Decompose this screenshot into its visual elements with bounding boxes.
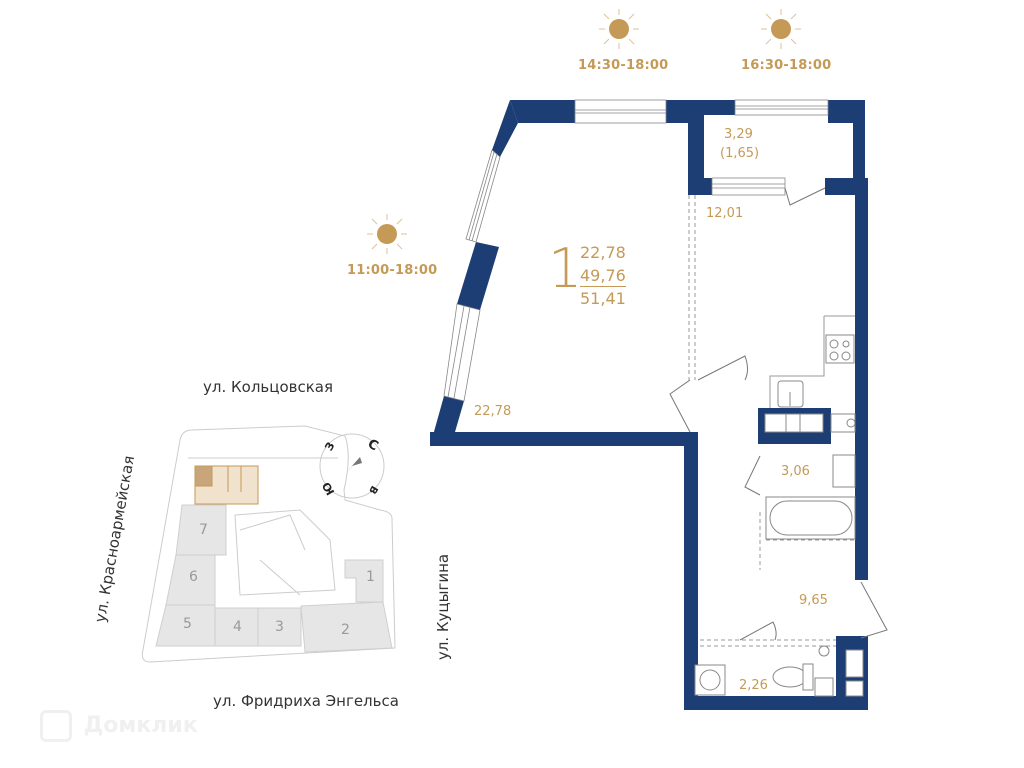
- street-north: ул. Кольцовская: [203, 378, 334, 396]
- section-3: [257, 607, 302, 647]
- stove-icon: [825, 334, 855, 364]
- toilet-icon: [772, 666, 808, 688]
- house-icon: [40, 710, 72, 742]
- total-area-value: 49,76: [580, 266, 626, 285]
- sun-icon: [599, 9, 639, 49]
- sun-icon: [761, 9, 801, 49]
- section-1: [344, 559, 384, 603]
- room-area-balcony: 3,29: [724, 127, 753, 142]
- watermark-logo: Домклик: [40, 710, 198, 742]
- section-2: [300, 601, 393, 653]
- section-4: [214, 607, 259, 647]
- room-area-living: 22,78: [474, 404, 512, 419]
- sun-time-label: 11:00-18:00: [347, 263, 438, 278]
- room-area-toilet: 2,26: [739, 678, 768, 693]
- section-7: [175, 504, 227, 556]
- section-label: 5: [183, 616, 192, 632]
- washbasin-icon: [832, 454, 856, 488]
- living-area-value: 22,78: [580, 243, 626, 262]
- summary-divider: [580, 286, 626, 287]
- street-east: ул. Куцыгина: [434, 553, 453, 661]
- rooms-count: 1: [548, 237, 583, 300]
- total-area-with-balcony-value: 51,41: [580, 289, 626, 308]
- section-label: 1: [366, 569, 375, 585]
- fixtures: [694, 334, 864, 697]
- room-area-balcony-reduced: (1,65): [720, 146, 760, 161]
- section-label: 7: [199, 522, 208, 538]
- windows: [443, 99, 829, 402]
- section-label: 3: [275, 619, 284, 635]
- room-area-bathroom: 3,06: [781, 464, 810, 479]
- room-area-kitchen: 12,01: [706, 206, 744, 221]
- section-label: 6: [189, 569, 198, 585]
- site-plan: [141, 425, 396, 663]
- watermark-text: Домклик: [83, 713, 198, 738]
- sun-icon: [367, 214, 407, 254]
- sun-time-label: 14:30-18:00: [578, 58, 669, 73]
- section-label: 2: [341, 622, 350, 638]
- room-area-hallway: 9,65: [799, 593, 828, 608]
- sun-time-label: 16:30-18:00: [741, 58, 832, 73]
- street-south: ул. Фридриха Энгельса: [213, 692, 399, 710]
- compass-icon: [319, 433, 385, 499]
- section-label: 4: [233, 619, 242, 635]
- interior-lines: [669, 187, 888, 647]
